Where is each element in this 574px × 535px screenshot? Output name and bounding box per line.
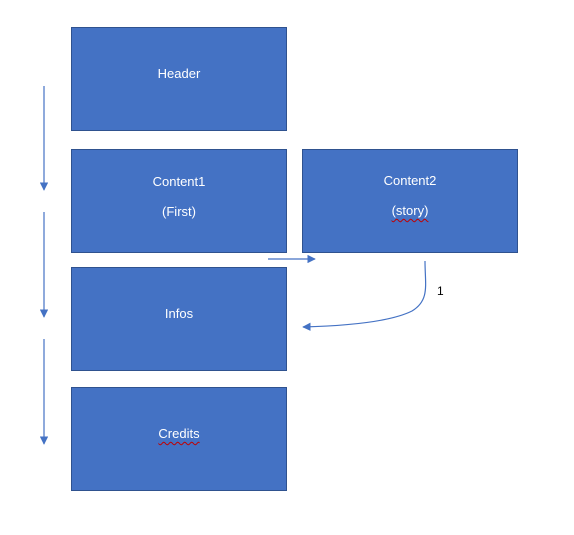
content1-block: Content1 (First) <box>71 149 287 253</box>
content2-block-title: Content2 <box>383 173 437 188</box>
credits-label-text: Credits <box>158 426 200 441</box>
infos-block: Infos <box>71 267 287 371</box>
credits-block: Credits <box>71 387 287 491</box>
header-block-label: Header <box>157 66 201 81</box>
content2-subtitle-text: (story) <box>391 203 429 218</box>
content1-block-subtitle: (First) <box>162 204 196 219</box>
header-block: Header <box>71 27 287 131</box>
content1-block-title: Content1 <box>152 174 206 189</box>
content2-to-infos-arrow <box>302 260 427 331</box>
arrow-annotation-number: 1 <box>437 284 444 298</box>
content2-block-subtitle: (story) <box>303 203 517 219</box>
content2-block: Content2 (story) <box>302 149 518 253</box>
credits-block-label: Credits <box>72 426 286 442</box>
infos-block-label: Infos <box>164 306 194 321</box>
